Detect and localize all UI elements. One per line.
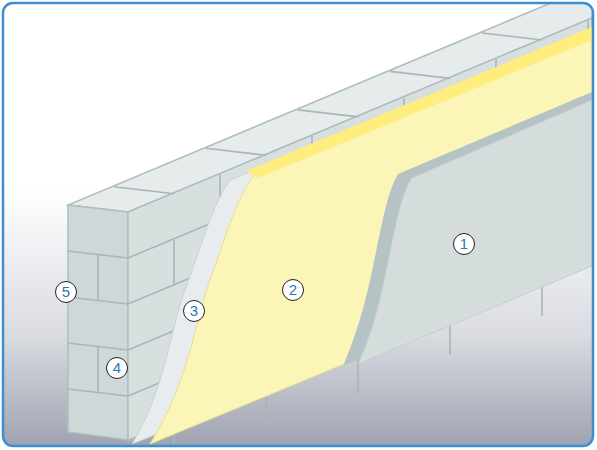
frame-ground	[3, 3, 593, 446]
layer-1-edge	[343, 92, 592, 366]
layer-2	[150, 37, 592, 444]
callout-number: 3	[183, 300, 205, 322]
brick-end-face	[68, 205, 128, 440]
brick-joint	[206, 148, 266, 155]
frame-border	[3, 3, 593, 446]
callout-number: 5	[55, 281, 77, 303]
brick-joint	[97, 254, 99, 300]
brick-joint	[173, 240, 175, 286]
brick-joint	[390, 71, 450, 78]
callout-number: 4	[106, 357, 128, 379]
brick-joint	[97, 346, 99, 392]
layer-3	[132, 29, 592, 444]
layer-1	[358, 100, 592, 364]
brick-joint	[114, 187, 174, 194]
callout-number: 1	[453, 233, 475, 255]
brick-joint	[482, 33, 542, 40]
brick-joint	[298, 110, 358, 117]
callout-number: 2	[282, 279, 304, 301]
brick-joints	[68, 21, 592, 445]
